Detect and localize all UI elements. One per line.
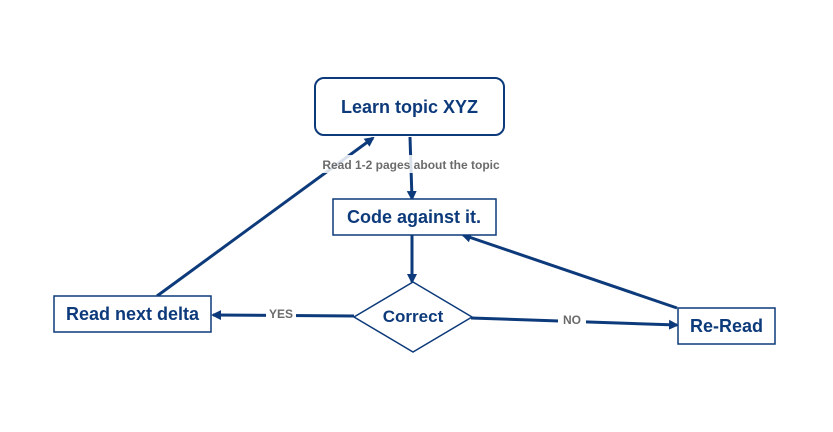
node-read-next-delta-label: Read next delta (66, 304, 200, 324)
node-correct-decision: Correct (352, 281, 474, 353)
node-correct-label: Correct (383, 307, 444, 326)
node-learn-topic-label: Learn topic XYZ (341, 97, 478, 117)
node-reread-label: Re-Read (690, 316, 763, 336)
edge-label-learn-to-code: Read 1-2 pages about the topic (322, 158, 500, 172)
edge-label-no: NO (563, 313, 581, 327)
edge-label-yes: YES (269, 307, 293, 321)
node-learn-topic: Learn topic XYZ (314, 77, 505, 136)
edge-reread-to-code (461, 232, 678, 310)
node-reread: Re-Read (677, 307, 776, 345)
node-code-against-label: Code against it. (347, 207, 481, 227)
node-read-next-delta: Read next delta (53, 295, 212, 333)
node-code-against: Code against it. (332, 198, 497, 236)
